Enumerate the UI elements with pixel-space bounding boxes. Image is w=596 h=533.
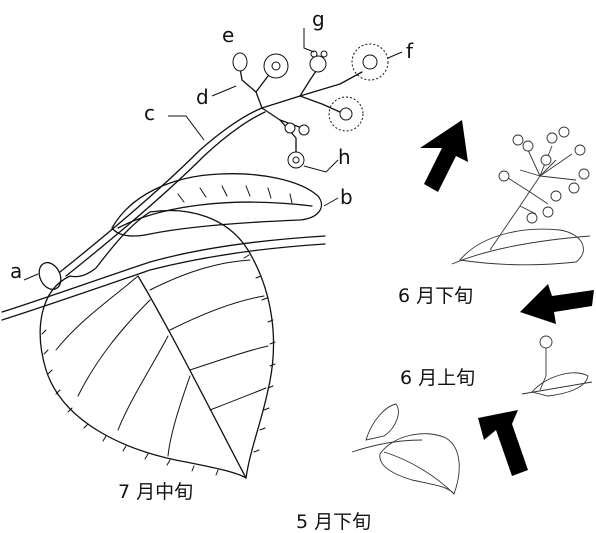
june-late-branches (508, 146, 576, 214)
bract-midrib (118, 202, 312, 228)
leader-a (24, 274, 38, 280)
leader-g (304, 28, 314, 52)
june-early-flower (540, 336, 552, 348)
sketch-june-early (522, 336, 592, 396)
flower-g (310, 51, 327, 72)
axillary-bud (35, 259, 65, 293)
label-h: h (338, 145, 351, 169)
leader-b (324, 198, 338, 206)
leader-c (168, 116, 204, 140)
june-late-buds (499, 127, 589, 223)
label-d: d (196, 85, 209, 109)
label-b: b (340, 185, 353, 209)
may-late-bud-leaf (366, 404, 398, 440)
stage-label-july-mid: 7 月中旬 (118, 481, 193, 503)
main-leaf-veins (56, 260, 268, 456)
leader-d (212, 86, 236, 96)
bract (112, 174, 321, 236)
flower-h (285, 123, 309, 168)
sketch-may-late (352, 404, 459, 494)
label-e: e (222, 23, 234, 47)
flower-bud-e (233, 53, 247, 71)
branch-mid (256, 76, 268, 92)
main-leaf-midrib (138, 276, 246, 478)
sketch-june-late (452, 146, 590, 265)
label-g: g (312, 7, 325, 31)
june-late-twig (452, 236, 590, 264)
bract-veins (178, 186, 292, 203)
leader-h (304, 160, 338, 172)
arrow-may-to-june-early (478, 410, 528, 476)
main-leaf (40, 211, 273, 478)
label-f: f (406, 39, 414, 63)
arrow-june-late-to-july (420, 120, 468, 192)
main-flowers (233, 44, 388, 168)
june-late-bract (460, 229, 583, 265)
stage-label-june-late: 6 月下旬 (398, 285, 473, 307)
label-a: a (10, 259, 22, 283)
flower-f-lower (329, 97, 363, 131)
flower-open-left (264, 54, 288, 78)
arrow-june-early-to-late (520, 284, 594, 324)
main-leaf-serration (42, 255, 275, 475)
branch-f2 (300, 96, 340, 112)
peduncle-stalk-2 (66, 112, 265, 276)
leader-f (388, 52, 402, 58)
june-early-twig (522, 382, 592, 394)
part-labels: a b c d e f g h (10, 7, 414, 283)
label-c: c (144, 101, 155, 125)
stage-label-june-early: 6 月上旬 (400, 367, 475, 389)
may-late-leaf (380, 434, 459, 494)
stage-label-may-late: 5 月下旬 (296, 511, 371, 533)
